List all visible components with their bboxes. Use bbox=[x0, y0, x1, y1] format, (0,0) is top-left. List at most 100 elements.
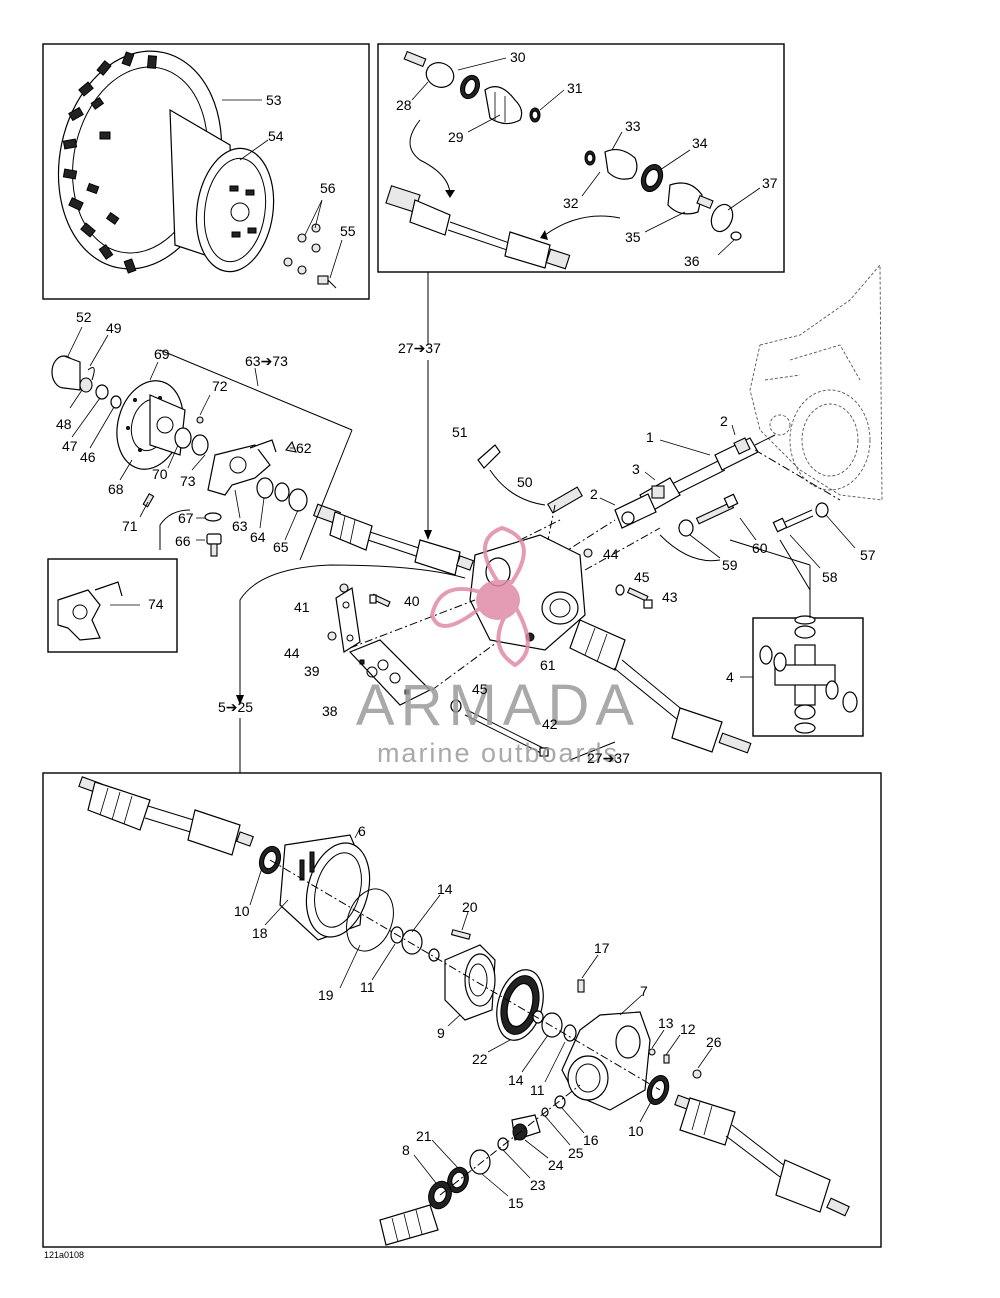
callout-70: 70 bbox=[152, 466, 168, 482]
u-joint-cross-4 bbox=[759, 615, 858, 734]
callout-63: 63 bbox=[232, 518, 248, 534]
callout-2-upper: 2 bbox=[720, 413, 728, 429]
callout-17: 17 bbox=[594, 940, 610, 956]
callout-4: 4 bbox=[726, 669, 734, 685]
ball-joint-66 bbox=[206, 533, 222, 557]
clip-36 bbox=[730, 231, 742, 241]
callout-59: 59 bbox=[722, 557, 738, 573]
vent-17 bbox=[577, 979, 585, 993]
callout-67: 67 bbox=[178, 510, 194, 526]
callout-57: 57 bbox=[860, 547, 876, 563]
engine-block-outline bbox=[749, 263, 883, 501]
washer-59 bbox=[678, 519, 694, 537]
main-housing-7 bbox=[561, 1011, 651, 1111]
axle-lower-right bbox=[674, 1094, 850, 1217]
callout-51: 51 bbox=[452, 424, 468, 440]
callout-30: 30 bbox=[510, 49, 526, 65]
callout-23: 23 bbox=[530, 1177, 546, 1193]
ring-37 bbox=[710, 203, 734, 233]
callout-8: 8 bbox=[402, 1142, 410, 1158]
callout-43: 43 bbox=[662, 589, 678, 605]
screw-20 bbox=[450, 929, 471, 940]
bearing-14-right bbox=[541, 1012, 563, 1038]
callout-25: 25 bbox=[568, 1145, 584, 1161]
bearing-64 bbox=[256, 477, 274, 499]
nut-44-lower bbox=[327, 631, 337, 641]
callout-34: 34 bbox=[692, 135, 708, 151]
screw-72 bbox=[196, 416, 204, 424]
pinion-gear-24 bbox=[511, 1114, 541, 1141]
callout-64: 64 bbox=[250, 529, 266, 545]
callout-13: 13 bbox=[658, 1015, 674, 1031]
bearing-70 bbox=[174, 427, 192, 449]
washer-57 bbox=[815, 502, 829, 518]
knuckle-63 bbox=[207, 439, 277, 496]
bearing-14-left bbox=[401, 929, 423, 955]
callout-39: 39 bbox=[304, 663, 320, 679]
callout-45-lower: 45 bbox=[472, 681, 488, 697]
callout-54: 54 bbox=[268, 128, 284, 144]
watermark-tagline: marine outboards bbox=[377, 738, 619, 768]
callout-63-73: 63➔73 bbox=[245, 353, 288, 369]
callout-21: 21 bbox=[416, 1128, 432, 1144]
seal-65 bbox=[288, 488, 308, 512]
callout-35: 35 bbox=[625, 229, 641, 245]
callout-labels: 53 54 56 55 30 28 31 29 33 34 37 32 35 3… bbox=[56, 49, 876, 1211]
stud-71 bbox=[142, 493, 155, 508]
callout-73: 73 bbox=[180, 473, 196, 489]
callout-49: 49 bbox=[106, 320, 122, 336]
rim-54 bbox=[169, 108, 275, 273]
callout-14-lower: 14 bbox=[508, 1072, 524, 1088]
callout-1: 1 bbox=[646, 429, 654, 445]
washer-45-lower bbox=[450, 699, 462, 713]
drive-shaft-stub bbox=[379, 1204, 439, 1246]
right-axle-shaft bbox=[569, 619, 752, 754]
callout-60: 60 bbox=[752, 540, 768, 556]
o-ring-19 bbox=[346, 888, 394, 952]
snap-ring bbox=[274, 482, 290, 502]
cv-joint-28 bbox=[403, 50, 455, 88]
plug-26 bbox=[692, 1069, 702, 1079]
callout-68: 68 bbox=[108, 481, 124, 497]
callout-11-lower: 11 bbox=[530, 1082, 545, 1098]
cv-joint-35 bbox=[667, 182, 714, 215]
axle-upper-left bbox=[78, 776, 254, 856]
callout-6: 6 bbox=[358, 823, 366, 839]
armada-logo-mark bbox=[429, 525, 530, 668]
clip-67 bbox=[204, 512, 222, 522]
grease-fitting-62 bbox=[285, 440, 297, 453]
callout-48: 48 bbox=[56, 416, 72, 432]
callout-56: 56 bbox=[320, 180, 336, 196]
callout-9: 9 bbox=[437, 1025, 445, 1041]
callout-12: 12 bbox=[680, 1021, 696, 1037]
callout-22: 22 bbox=[472, 1051, 488, 1067]
curve-arrow-top bbox=[409, 119, 451, 196]
diff-case-9 bbox=[444, 944, 496, 1021]
callout-36: 36 bbox=[684, 253, 700, 269]
bracket-39 bbox=[335, 587, 361, 653]
differential-inset-frame bbox=[42, 772, 882, 1248]
callout-24: 24 bbox=[548, 1157, 564, 1173]
callout-14-upper: 14 bbox=[437, 881, 453, 897]
callout-7: 7 bbox=[640, 983, 648, 999]
bolt-60 bbox=[695, 493, 739, 525]
plug-13 bbox=[648, 1048, 656, 1056]
watermark-brand: ARMADA bbox=[356, 673, 640, 738]
skid-plate-38 bbox=[348, 639, 432, 706]
callout-10-left: 10 bbox=[234, 903, 250, 919]
wheel-inset-frame bbox=[42, 43, 370, 300]
callout-44-upper: 44 bbox=[603, 546, 619, 562]
washer-ring bbox=[532, 1010, 544, 1024]
callout-31: 31 bbox=[567, 80, 583, 96]
clamp-51 bbox=[477, 444, 501, 469]
callout-69: 69 bbox=[154, 346, 170, 362]
callout-66: 66 bbox=[175, 533, 191, 549]
callout-53: 53 bbox=[266, 92, 282, 108]
callout-29: 29 bbox=[448, 129, 464, 145]
bolt-58 bbox=[772, 509, 814, 533]
bearing-15 bbox=[469, 1149, 491, 1175]
cv-boot-inset-frame bbox=[377, 43, 785, 273]
callout-45-upper: 45 bbox=[634, 569, 650, 585]
callout-47: 47 bbox=[62, 438, 78, 454]
